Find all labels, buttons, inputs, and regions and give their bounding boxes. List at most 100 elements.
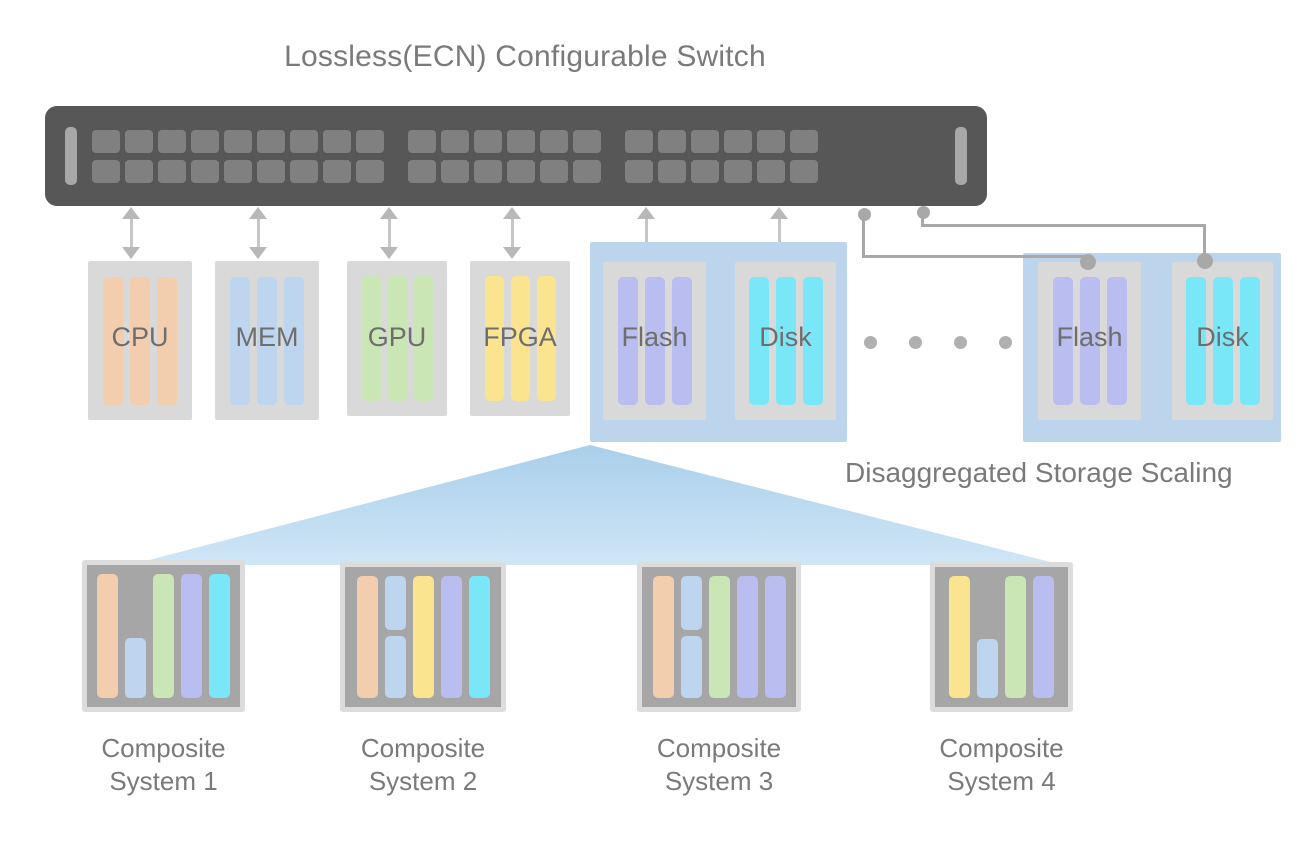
module-bar [1185, 277, 1206, 405]
switch-port-group [625, 160, 818, 183]
module-bar [1212, 277, 1233, 405]
link-arrow-cpu [122, 207, 140, 259]
resource-module-cpu-0 [88, 261, 192, 420]
module-bar [413, 276, 433, 401]
switch-port[interactable] [356, 130, 384, 153]
arrow-head-down [380, 247, 398, 259]
page-title: Lossless(ECN) Configurable Switch [284, 40, 766, 73]
wire-disk-v2 [1203, 224, 1206, 258]
link-dot-disk-scaled [1197, 253, 1213, 269]
composite-slot-group [642, 567, 796, 707]
switch-port[interactable] [757, 130, 785, 153]
composite-slot [153, 574, 174, 698]
composite-slot [412, 576, 434, 698]
switch-port[interactable] [658, 130, 686, 153]
resource-module-mem-1 [215, 261, 319, 420]
switch-endbar-left [65, 127, 77, 185]
wire-disk-v1 [921, 212, 924, 227]
module-bar [1052, 277, 1073, 405]
switch-port[interactable] [573, 130, 601, 153]
module-bar-group [347, 261, 447, 416]
switch-port[interactable] [408, 160, 436, 183]
link-arrow-mem [249, 207, 267, 259]
composite-system-3: Composite System 3 [637, 562, 801, 796]
switch-port-group [625, 130, 818, 153]
composite-resource-bar [181, 574, 202, 698]
switch-port[interactable] [724, 130, 752, 153]
module-label-cpu-0: CPU [111, 322, 169, 352]
arrow-head-up [503, 207, 521, 219]
switch-port[interactable] [323, 130, 351, 153]
switch-port[interactable] [507, 130, 535, 153]
resource-module-gpu-2 [347, 261, 447, 416]
switch-port[interactable] [158, 160, 186, 183]
composite-resource-bar [209, 574, 230, 698]
switch-port[interactable] [474, 130, 502, 153]
switch-port[interactable] [191, 160, 219, 183]
ellipsis-dot [954, 336, 967, 349]
switch-port[interactable] [691, 160, 719, 183]
switch-port[interactable] [790, 130, 818, 153]
composite-system-chassis [930, 562, 1073, 712]
switch-port[interactable] [540, 160, 568, 183]
composite-resource-bar [708, 576, 730, 698]
switch-port[interactable] [290, 130, 318, 153]
switch-port[interactable] [658, 160, 686, 183]
switch-port[interactable] [441, 160, 469, 183]
composite-resource-bar [680, 635, 702, 698]
module-bar [671, 277, 692, 405]
switch-port[interactable] [224, 130, 252, 153]
switch-port[interactable] [474, 160, 502, 183]
switch-port[interactable] [323, 160, 351, 183]
switch-port[interactable] [625, 160, 653, 183]
switch-port[interactable] [757, 160, 785, 183]
switch-port-group [92, 160, 384, 183]
composite-slot-group [87, 565, 240, 707]
composite-resource-bar [736, 576, 758, 698]
switch-port[interactable] [125, 130, 153, 153]
arrow-head-up [380, 207, 398, 219]
switch-port-group [92, 130, 384, 153]
composite-slot [708, 576, 730, 698]
wire-disk-h [921, 224, 1206, 227]
switch-port[interactable] [540, 130, 568, 153]
module-bar-group [603, 262, 706, 420]
composite-system-label-2: Composite System 2 [360, 733, 486, 796]
arrow-stem [510, 214, 514, 252]
switch-port[interactable] [441, 130, 469, 153]
module-bar [1239, 277, 1260, 405]
switch-port[interactable] [790, 160, 818, 183]
switch-port-row [92, 160, 940, 183]
switch-port[interactable] [408, 130, 436, 153]
switch-port[interactable] [92, 160, 120, 183]
switch-port[interactable] [257, 160, 285, 183]
switch-port[interactable] [356, 160, 384, 183]
switch-port[interactable] [691, 130, 719, 153]
switch-port[interactable] [158, 130, 186, 153]
switch-port[interactable] [290, 160, 318, 183]
switch-port[interactable] [125, 160, 153, 183]
composite-slot [680, 576, 702, 698]
composite-system-label-3: Composite System 3 [656, 733, 782, 796]
composite-slot [468, 576, 490, 698]
wire-flash-v1 [862, 214, 865, 258]
switch-port[interactable] [191, 130, 219, 153]
module-bar-group [1172, 262, 1273, 420]
composite-resource-bar [652, 576, 674, 698]
switch-port[interactable] [507, 160, 535, 183]
module-bar [484, 276, 504, 401]
module-bar-group [88, 261, 192, 420]
composite-system-label-1: Composite System 1 [101, 733, 226, 796]
module-label-disk-5: Disk [759, 322, 812, 352]
composite-slot [209, 574, 230, 698]
switch-port[interactable] [625, 130, 653, 153]
switch-port[interactable] [224, 160, 252, 183]
switch-port[interactable] [92, 130, 120, 153]
switch-port-array [92, 130, 940, 183]
storage-scaling-label: Disaggregated Storage Scaling [845, 457, 1233, 488]
module-label-gpu-2: GPU [367, 322, 427, 352]
switch-port[interactable] [724, 160, 752, 183]
switch-port[interactable] [573, 160, 601, 183]
switch-port[interactable] [257, 130, 285, 153]
